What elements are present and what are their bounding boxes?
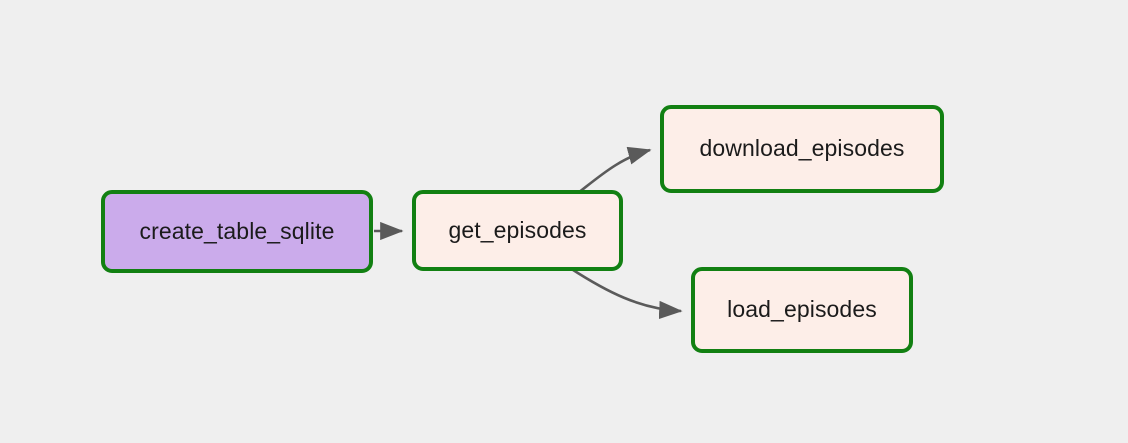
- task-node-label: get_episodes: [448, 216, 587, 243]
- edge-get-episodes-to-download-episodes: [577, 146, 652, 195]
- task-node-label: download_episodes: [699, 135, 905, 161]
- task-node-label: load_episodes: [727, 296, 877, 322]
- edge-get-episodes-to-load-episodes: [569, 266, 683, 320]
- task-node-get-episodes[interactable]: get_episodes: [412, 190, 623, 271]
- task-node-create-table-sqlite[interactable]: create_table_sqlite: [101, 190, 373, 273]
- task-node-label: create_table_sqlite: [139, 217, 335, 244]
- task-node-load-episodes[interactable]: load_episodes: [691, 267, 913, 353]
- task-node-download-episodes[interactable]: download_episodes: [660, 105, 944, 193]
